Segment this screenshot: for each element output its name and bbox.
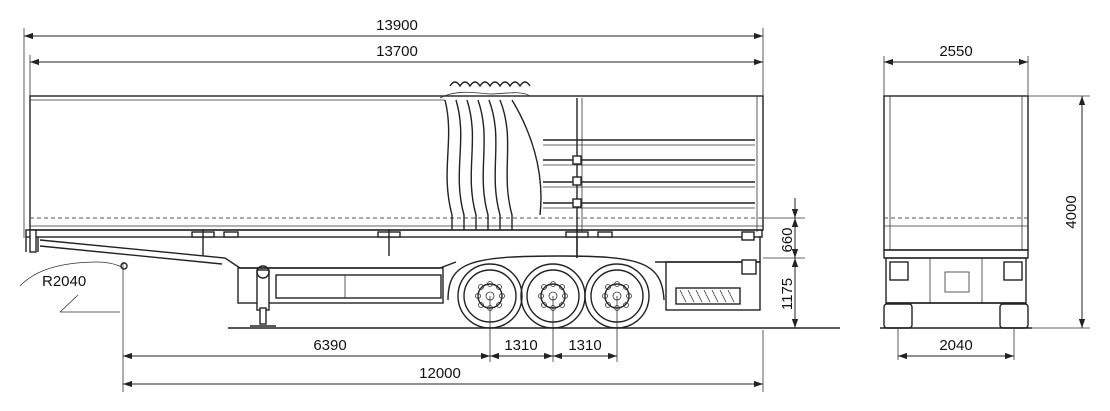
rear-body <box>883 95 1029 251</box>
axle-spacing-2-label: 1310 <box>568 337 601 354</box>
kingpin-to-rear-label: 12000 <box>419 365 461 382</box>
kingpin-radius <box>19 261 128 313</box>
landing-gear <box>250 265 276 327</box>
body-posts <box>191 230 613 258</box>
width-label: 2550 <box>939 43 972 60</box>
body-length-label: 13700 <box>376 43 418 60</box>
curtain-body <box>29 95 764 231</box>
coupling-height-label: 1175 <box>779 278 796 310</box>
side-view: R2040 <box>19 28 840 392</box>
height-label: 4000 <box>1063 195 1080 228</box>
deck-offset-label: 660 <box>779 227 796 252</box>
open-side-rack <box>543 98 755 258</box>
curtain-folds <box>439 81 542 230</box>
track-width-label: 2040 <box>939 337 972 354</box>
overall-length-label: 13900 <box>376 17 418 34</box>
axle-spacing-1-label: 1310 <box>504 337 537 354</box>
kingpin-to-axle-label: 6390 <box>313 337 346 354</box>
radius-label: R2040 <box>42 273 86 290</box>
rear-view <box>880 56 1090 360</box>
